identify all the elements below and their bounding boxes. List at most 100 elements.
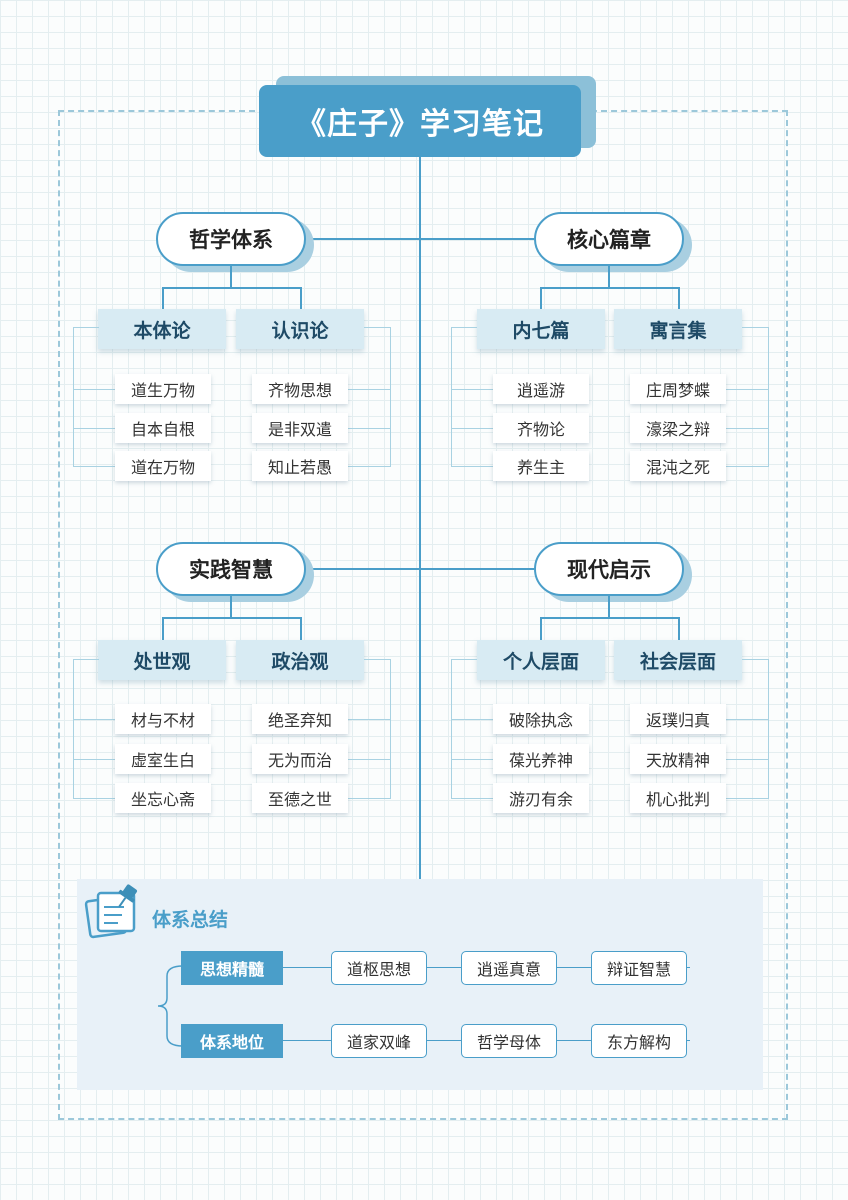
- tree-line: [73, 659, 74, 799]
- group-node-ontology: 本体论: [98, 309, 226, 349]
- leaf-item: 绝圣弃知: [252, 704, 348, 734]
- tree-line: [348, 428, 390, 429]
- tree-line: [726, 466, 768, 467]
- tree-line: [73, 389, 115, 390]
- tree-line: [73, 659, 99, 660]
- tree-line: [768, 327, 769, 467]
- tree-line: [451, 389, 493, 390]
- tree-line: [726, 389, 768, 390]
- trunk-line: [419, 157, 421, 880]
- connector: [300, 287, 302, 309]
- leaf-item: 天放精神: [630, 744, 726, 774]
- connector: [608, 266, 610, 288]
- connector: [540, 287, 542, 309]
- tree-line: [451, 759, 493, 760]
- summary-item: 辩证智慧: [591, 951, 687, 985]
- tree-line: [390, 659, 391, 799]
- tree-line: [73, 327, 74, 467]
- leaf-item: 葆光养神: [493, 744, 589, 774]
- tree-line: [348, 389, 390, 390]
- section-node-practical-wisdom: 实践智慧: [156, 542, 306, 596]
- connector: [540, 617, 542, 640]
- summary-brace: [157, 965, 184, 1047]
- connector: [162, 617, 302, 619]
- tree-line: [726, 719, 768, 720]
- tree-line: [348, 759, 390, 760]
- page-title: 《庄子》学习笔记: [259, 85, 581, 157]
- tree-line: [451, 466, 493, 467]
- tree-line: [726, 428, 768, 429]
- tree-line: [726, 759, 768, 760]
- tree-line: [451, 659, 452, 799]
- leaf-item: 破除执念: [493, 704, 589, 734]
- summary-title: 体系总结: [152, 909, 229, 931]
- connector: [678, 617, 680, 640]
- tree-line: [451, 798, 493, 799]
- leaf-item: 知止若愚: [252, 451, 348, 481]
- tree-line: [73, 759, 115, 760]
- section-node-philosophy: 哲学体系: [156, 212, 306, 266]
- branch-line-bottom: [306, 568, 534, 570]
- group-node-social: 社会层面: [614, 640, 742, 680]
- leaf-item: 自本自根: [115, 413, 211, 443]
- tree-line: [73, 428, 115, 429]
- leaf-item: 虚室生白: [115, 744, 211, 774]
- leaf-item: 庄周梦蝶: [630, 374, 726, 404]
- tree-line: [73, 466, 115, 467]
- group-node-politics: 政治观: [236, 640, 364, 680]
- group-node-fables: 寓言集: [614, 309, 742, 349]
- leaf-item: 道在万物: [115, 451, 211, 481]
- summary-item: 道家双峰: [331, 1024, 427, 1058]
- tree-line: [364, 659, 390, 660]
- summary-item: 道枢思想: [331, 951, 427, 985]
- leaf-item: 道生万物: [115, 374, 211, 404]
- leaf-item: 齐物思想: [252, 374, 348, 404]
- summary-label-status: 体系地位: [181, 1024, 283, 1058]
- leaf-item: 濠梁之辩: [630, 413, 726, 443]
- connector: [230, 596, 232, 618]
- tree-line: [364, 327, 390, 328]
- leaf-item: 养生主: [493, 451, 589, 481]
- tree-line: [451, 659, 477, 660]
- tree-line: [451, 428, 493, 429]
- tree-line: [742, 659, 768, 660]
- leaf-item: 机心批判: [630, 783, 726, 813]
- group-node-inner-chapters: 内七篇: [477, 309, 605, 349]
- leaf-item: 混沌之死: [630, 451, 726, 481]
- tree-line: [73, 719, 115, 720]
- tree-line: [726, 798, 768, 799]
- tree-line: [348, 466, 390, 467]
- leaf-item: 至德之世: [252, 783, 348, 813]
- section-node-modern-insights: 现代启示: [534, 542, 684, 596]
- group-node-worldview: 处世观: [98, 640, 226, 680]
- connector: [230, 266, 232, 288]
- leaf-item: 逍遥游: [493, 374, 589, 404]
- tree-line: [348, 798, 390, 799]
- tree-line: [742, 327, 768, 328]
- notes-pin-icon: [84, 884, 138, 939]
- leaf-item: 游刃有余: [493, 783, 589, 813]
- tree-line: [451, 327, 477, 328]
- tree-line: [390, 327, 391, 467]
- connector: [608, 596, 610, 618]
- tree-line: [768, 659, 769, 799]
- summary-label-essence: 思想精髓: [181, 951, 283, 985]
- tree-line: [451, 719, 493, 720]
- section-node-core-chapters: 核心篇章: [534, 212, 684, 266]
- connector: [540, 617, 680, 619]
- connector: [162, 287, 164, 309]
- connector: [540, 287, 680, 289]
- group-node-epistemology: 认识论: [236, 309, 364, 349]
- branch-line-top: [306, 238, 534, 240]
- leaf-item: 返璞归真: [630, 704, 726, 734]
- summary-item: 哲学母体: [461, 1024, 557, 1058]
- leaf-item: 齐物论: [493, 413, 589, 443]
- leaf-item: 材与不材: [115, 704, 211, 734]
- summary-item: 东方解构: [591, 1024, 687, 1058]
- summary-item: 逍遥真意: [461, 951, 557, 985]
- tree-line: [73, 327, 99, 328]
- connector: [162, 617, 164, 640]
- tree-line: [73, 798, 115, 799]
- tree-line: [451, 327, 452, 467]
- leaf-item: 是非双遣: [252, 413, 348, 443]
